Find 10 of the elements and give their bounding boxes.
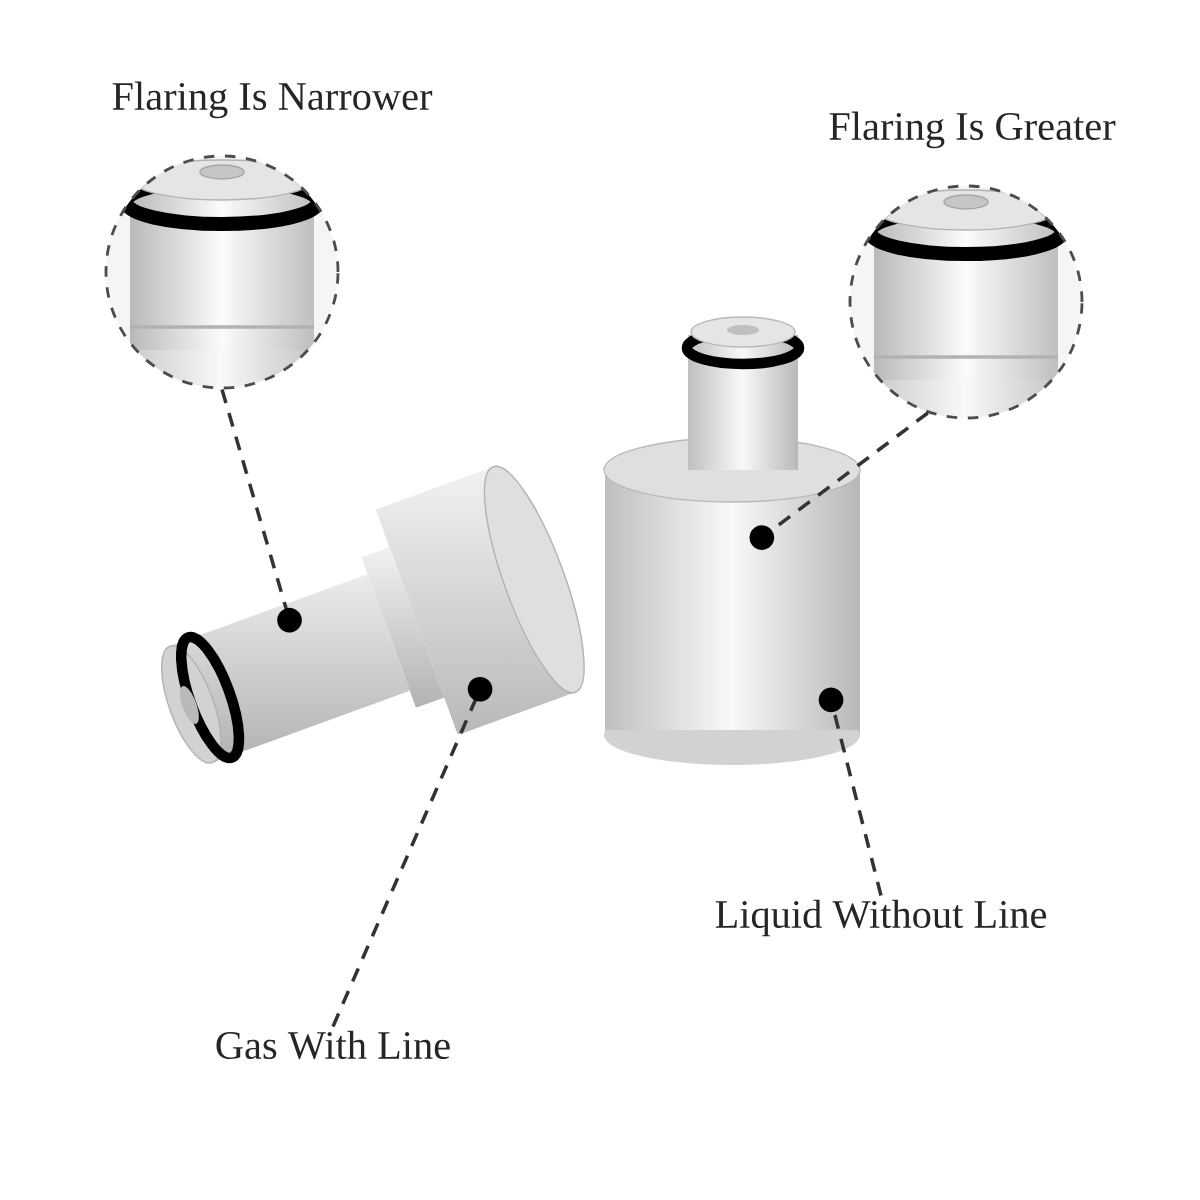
liquid-fitting-drawing: [603, 316, 861, 765]
callout-label: Gas With Line: [216, 1030, 450, 1060]
leader-line: [220, 388, 302, 633]
heading: Flaring Is Narrower: [112, 81, 433, 119]
leader-line: [749, 411, 929, 550]
leader-line: [331, 676, 493, 1028]
leader-line: [818, 687, 883, 896]
callout-label: Liquid Without Line: [715, 899, 1047, 937]
heading: Flaring Is Greater: [829, 111, 1116, 149]
gas-fitting-drawing: [160, 465, 585, 764]
